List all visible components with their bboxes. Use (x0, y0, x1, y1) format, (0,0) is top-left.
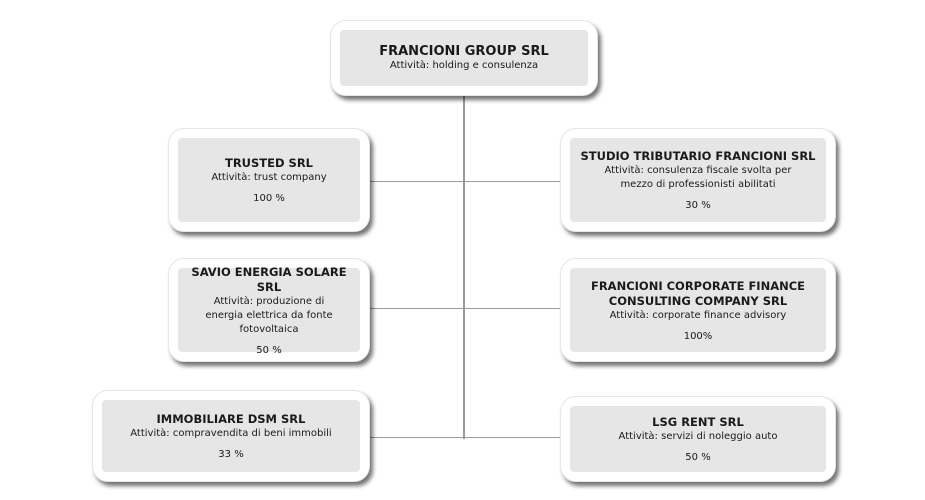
company-name: SAVIO ENERGIA SOLARE SRL (191, 264, 347, 294)
connector-savio (368, 308, 464, 309)
company-box-corporate-finance: FRANCIONI CORPORATE FINANCE CONSULTING C… (560, 258, 836, 362)
company-name: IMMOBILIARE DSM SRL (156, 412, 306, 426)
company-activity: Attività: servizi di noleggio auto (618, 431, 778, 442)
connector-trunk (463, 94, 465, 439)
company-name: STUDIO TRIBUTARIO FRANCIONI SRL (580, 149, 816, 163)
company-activity: Attività: trust company (211, 172, 327, 183)
company-box-lsg-rent: LSG RENT SRL Attività: servizi di noleggi… (560, 396, 836, 482)
company-name: TRUSTED SRL (224, 156, 314, 170)
company-share: 100 % (253, 193, 285, 204)
company-name: LSG RENT SRL (652, 415, 744, 429)
company-name: FRANCIONI GROUP SRL (379, 43, 549, 59)
company-activity: Attività: consulenza fiscale svolta per … (604, 165, 792, 190)
company-box-immobiliare: IMMOBILIARE DSM SRL Attività: compravendi… (92, 390, 370, 482)
connector-studio (464, 181, 562, 182)
company-share: 50 % (685, 452, 711, 463)
company-box-trusted: TRUSTED SRL Attività: trust company 100 % (168, 128, 370, 232)
company-name: FRANCIONI CORPORATE FINANCE CONSULTING C… (590, 278, 806, 308)
connector-corporate (464, 308, 562, 309)
company-share: 33 % (218, 449, 244, 460)
company-box-studio-tributario: STUDIO TRIBUTARIO FRANCIONI SRL Attività:… (560, 128, 836, 232)
company-activity: Attività: compravendita di beni immobili (130, 428, 332, 439)
connector-lsg (464, 437, 562, 438)
company-activity: Attività: produzione di energia elettric… (205, 295, 333, 335)
connector-trusted (368, 181, 464, 182)
company-share: 100% (683, 330, 713, 342)
company-activity: Attività: corporate finance advisory (609, 309, 787, 321)
connector-immobiliare (368, 437, 464, 438)
company-activity: Attività: holding e consulenza (389, 59, 539, 71)
company-share: 30 % (685, 200, 711, 211)
company-share: 50 % (256, 344, 282, 356)
